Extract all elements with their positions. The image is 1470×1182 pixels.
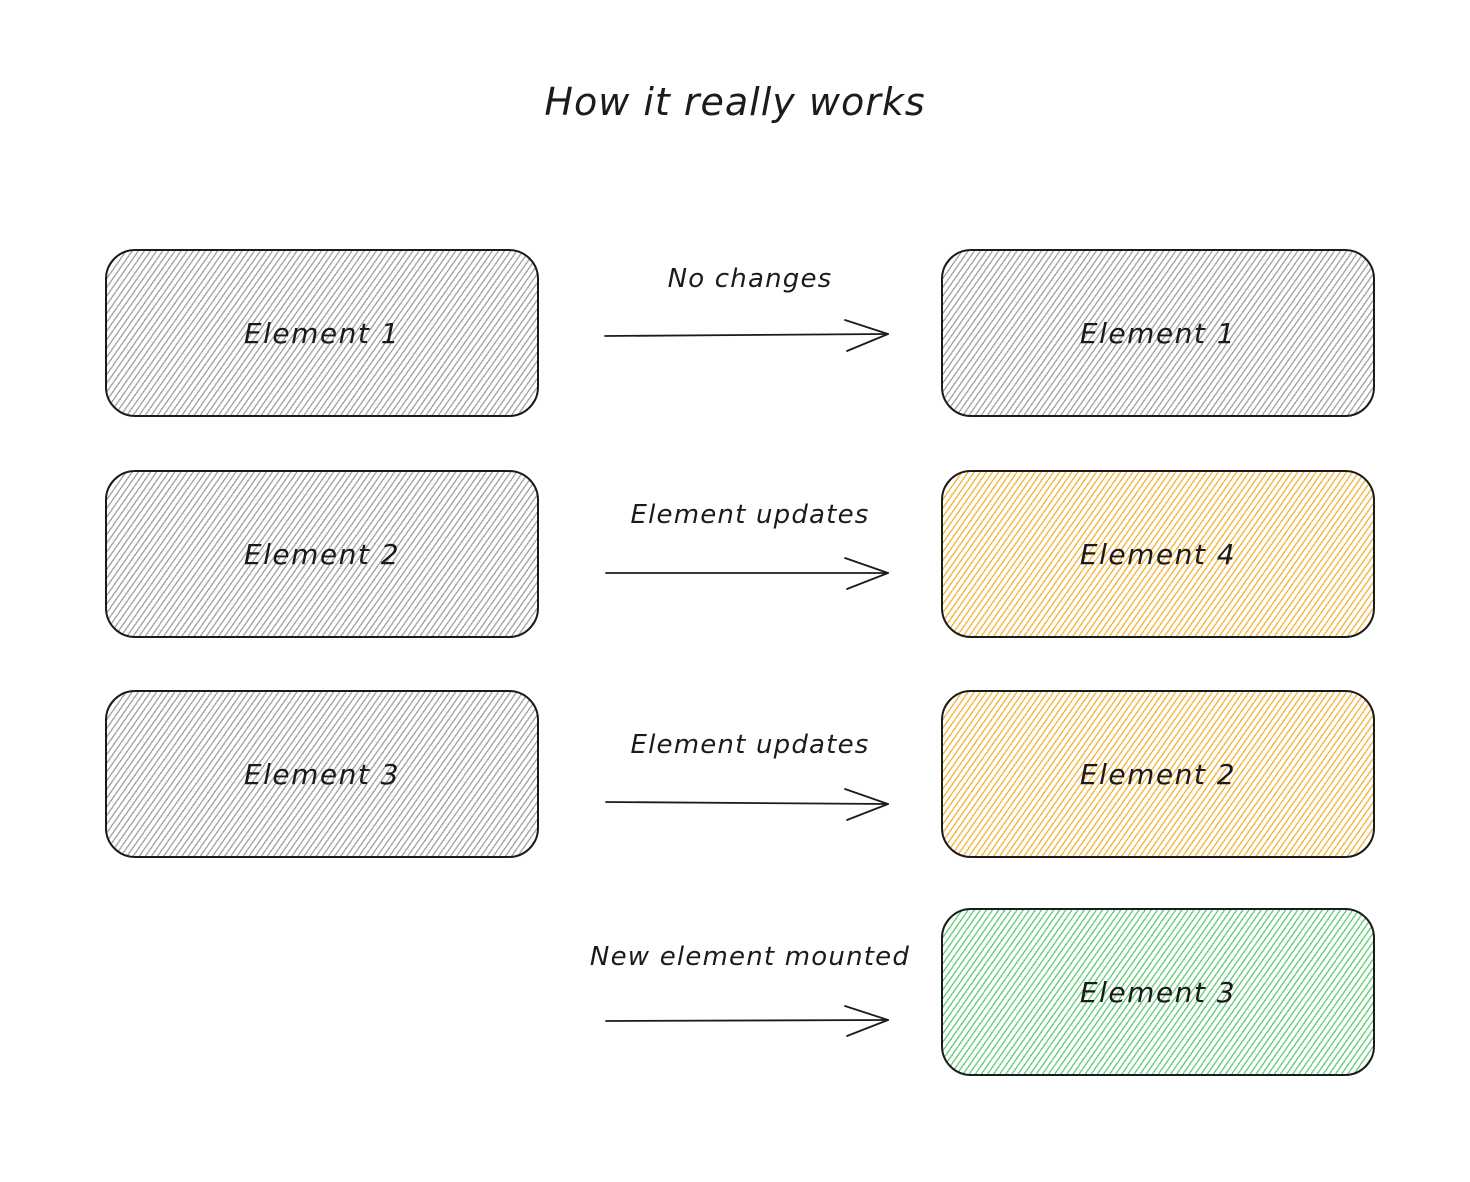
edge-label-element-updates: Element updates [630,730,870,760]
left-node-element-1: Element 1 [105,249,539,417]
node-label: Element 2 [1079,757,1237,791]
left-node-element-2: Element 2 [105,470,539,638]
node-label: Element 3 [243,757,401,791]
edge-label-new-element-mounted: New element mounted [589,942,911,972]
right-node-element-2: Element 2 [941,690,1375,858]
left-node-element-3: Element 3 [105,690,539,858]
arrow-no-changes [604,319,889,352]
node-label: Element 4 [1079,537,1237,571]
node-label: Element 1 [1079,316,1237,350]
arrow-element-updates [605,557,889,590]
edge-label-no-changes: No changes [667,264,833,294]
arrow-element-updates [605,788,889,821]
right-node-element-4: Element 4 [941,470,1375,638]
edge-label-element-updates: Element updates [630,500,870,530]
node-label: Element 1 [243,316,401,350]
node-label: Element 3 [1079,975,1237,1009]
right-node-element-1: Element 1 [941,249,1375,417]
diagram-title: How it really works [544,80,926,124]
arrow-new-element-mounted [605,1005,889,1037]
node-label: Element 2 [243,537,401,571]
right-node-element-3: Element 3 [941,908,1375,1076]
